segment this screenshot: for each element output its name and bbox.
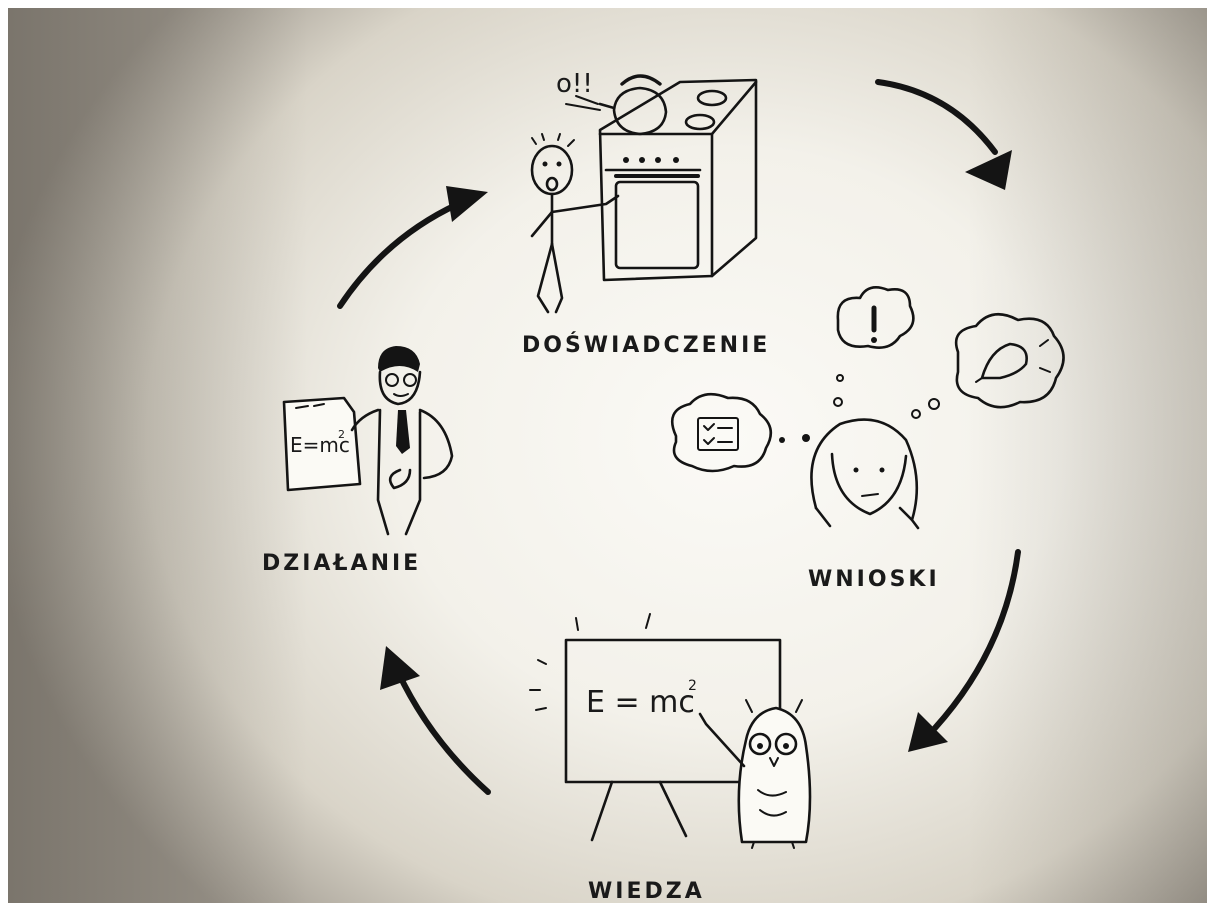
woman-icon (810, 418, 920, 530)
formula-paper: E=mc (290, 433, 350, 457)
kettle-icon (598, 74, 668, 136)
arrow-conclusions-to-knowledge (908, 549, 1021, 752)
lightbulb-icon (911, 312, 1065, 419)
owl-icon (698, 699, 812, 849)
paper-icon (282, 396, 362, 492)
arrow-action-to-experience (337, 186, 488, 309)
arrow-knowledge-to-action (380, 646, 491, 795)
man-icon (350, 346, 454, 536)
label-action: DZIAŁANIE (262, 551, 421, 576)
label-knowledge: WIEDZA (588, 879, 705, 904)
alarm-lines (565, 95, 601, 111)
formula-paper-superscript: 2 (338, 428, 345, 441)
exclamation-text: o!! (556, 69, 593, 99)
formula-board-superscript: 2 (688, 678, 697, 694)
formula-board: E = mc (586, 685, 695, 720)
stove-icon (598, 78, 758, 282)
label-experience: DOŚWIADCZENIE (522, 332, 770, 358)
thought-bubble-icon (833, 286, 915, 407)
checklist-icon (671, 392, 810, 473)
label-conclusions: WNIOSKI (808, 567, 940, 592)
person-icon (530, 133, 620, 314)
arrow-experience-to-conclusions (875, 79, 1012, 190)
